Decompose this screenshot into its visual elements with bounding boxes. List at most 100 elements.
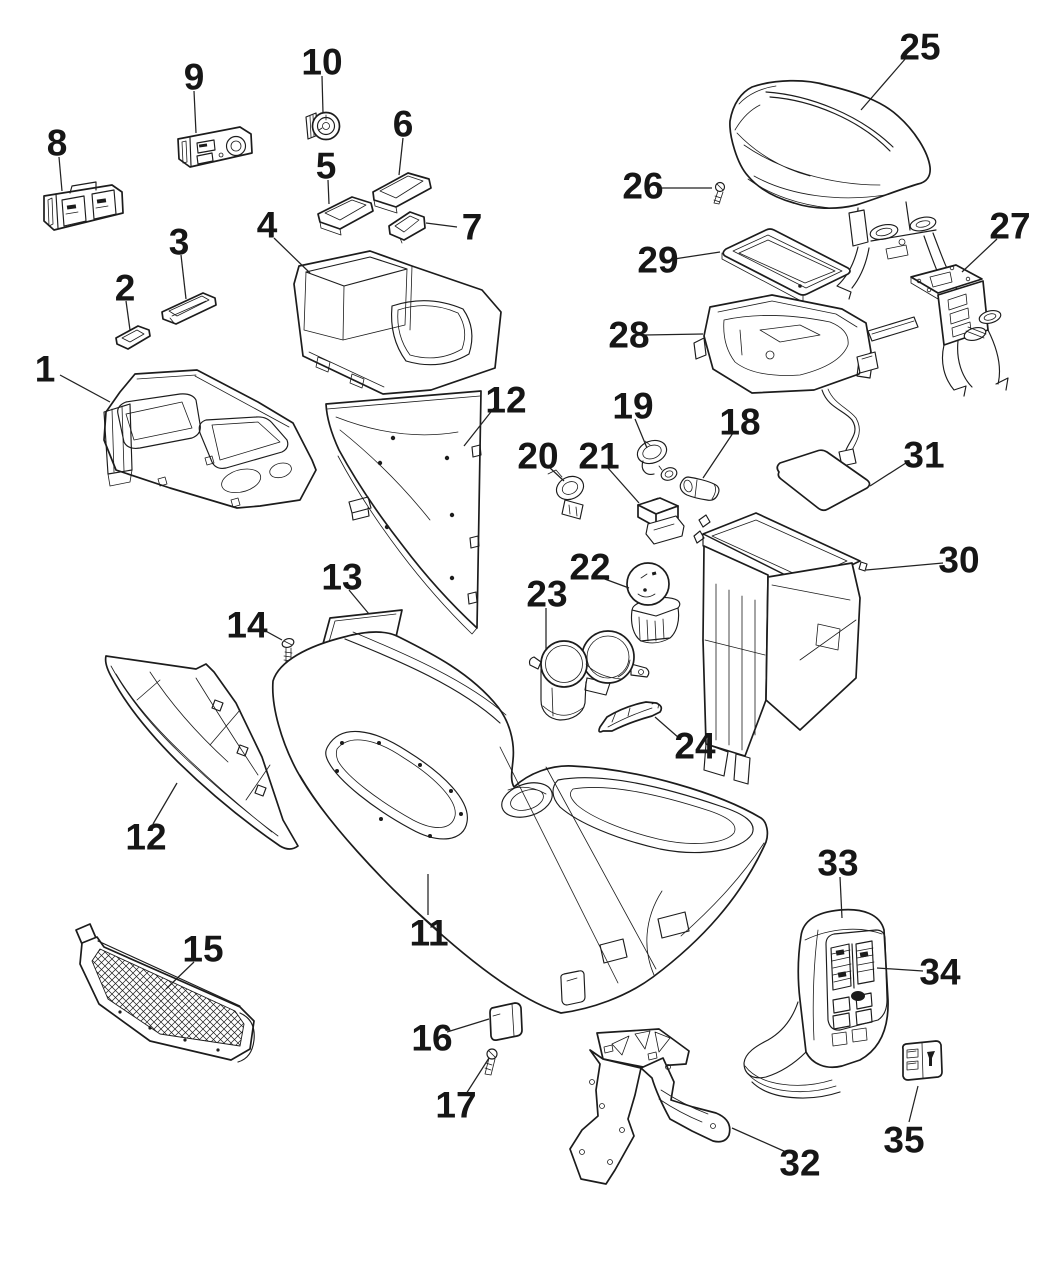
callout-leader-6 bbox=[398, 137, 404, 176]
callout-leader-25 bbox=[860, 57, 907, 111]
part-12-left-drawing bbox=[104, 655, 299, 850]
part-11-console-drawing bbox=[271, 631, 769, 1014]
part-20-drawing bbox=[547, 469, 585, 520]
part-3-drawing bbox=[161, 292, 217, 325]
part-18-drawing bbox=[679, 476, 720, 501]
callout-label-25: 25 bbox=[899, 27, 940, 68]
callout-label-15: 15 bbox=[182, 929, 223, 970]
part-22-ashtray-drawing bbox=[626, 562, 681, 644]
callout-leader-30 bbox=[865, 562, 944, 571]
part-26-screw-drawing bbox=[713, 181, 726, 205]
callout-label-30: 30 bbox=[938, 540, 979, 581]
part-5-drawing bbox=[317, 196, 374, 236]
callout-label-12a: 12 bbox=[485, 380, 526, 421]
callout-label-11: 11 bbox=[409, 913, 448, 954]
callout-leader-9 bbox=[193, 90, 197, 134]
part-7-drawing bbox=[388, 211, 426, 244]
callout-label-33: 33 bbox=[817, 843, 858, 884]
callout-label-4: 4 bbox=[257, 205, 278, 246]
callout-label-13: 13 bbox=[321, 557, 362, 598]
callout-label-32: 32 bbox=[779, 1143, 820, 1184]
callout-leader-5 bbox=[327, 179, 330, 205]
callout-label-24: 24 bbox=[674, 726, 716, 767]
part-25-lid-drawing bbox=[729, 79, 931, 209]
callout-leader-18 bbox=[702, 432, 734, 479]
callout-leader-34 bbox=[876, 967, 924, 972]
callout-label-16: 16 bbox=[411, 1018, 452, 1059]
callout-label-34: 34 bbox=[919, 952, 961, 993]
callout-leader-3 bbox=[180, 254, 187, 300]
part-9-drawing bbox=[177, 126, 253, 168]
part-27-hinge-bracket-drawing bbox=[856, 264, 1009, 397]
part-31-pad-drawing bbox=[776, 449, 871, 512]
callout-label-27: 27 bbox=[989, 206, 1030, 247]
callout-leader-17 bbox=[465, 1057, 490, 1095]
callout-label-12b: 12 bbox=[125, 817, 166, 858]
callout-leader-15 bbox=[165, 961, 195, 990]
callout-leader-4 bbox=[273, 237, 311, 274]
callout-label-14: 14 bbox=[226, 605, 268, 646]
callout-leader-28 bbox=[644, 333, 704, 336]
callout-label-17: 17 bbox=[435, 1085, 476, 1126]
callout-label-8: 8 bbox=[47, 123, 68, 164]
part-23-cupholder-drawing bbox=[528, 630, 650, 721]
part-19-drawing bbox=[636, 439, 678, 481]
callout-leader-33 bbox=[839, 876, 843, 919]
callout-leader-13 bbox=[348, 589, 370, 615]
callout-label-21: 21 bbox=[578, 436, 619, 477]
callout-label-1: 1 bbox=[35, 349, 56, 390]
callout-label-35: 35 bbox=[883, 1120, 924, 1161]
callout-leader-32 bbox=[731, 1127, 787, 1153]
part-10-drawing bbox=[305, 111, 341, 141]
callout-label-31: 31 bbox=[903, 435, 944, 476]
part-2-drawing bbox=[115, 325, 151, 350]
callout-leader-27 bbox=[961, 238, 998, 273]
part-4-drawing bbox=[293, 250, 502, 395]
callout-leader-12a bbox=[463, 407, 495, 447]
callout-leader-29 bbox=[673, 251, 721, 260]
part-35-switch-drawing bbox=[901, 1040, 943, 1081]
part-17-screw-drawing bbox=[484, 1048, 498, 1076]
callout-label-20: 20 bbox=[517, 436, 558, 477]
callout-leader-16 bbox=[446, 1018, 490, 1033]
callout-label-9: 9 bbox=[184, 57, 205, 98]
callout-label-23: 23 bbox=[526, 574, 567, 615]
callout-label-6: 6 bbox=[393, 104, 414, 145]
callout-label-26: 26 bbox=[622, 166, 663, 207]
part-30-frame-drawing bbox=[693, 512, 868, 785]
callout-leader-20 bbox=[548, 466, 565, 482]
part-32-bracket-drawing bbox=[569, 1028, 731, 1185]
part-29-tray-drawing bbox=[721, 228, 851, 303]
callout-leader-2 bbox=[125, 300, 131, 331]
callout-label-22: 22 bbox=[569, 547, 610, 588]
part-1-drawing bbox=[103, 369, 317, 509]
callout-leader-19 bbox=[634, 418, 648, 449]
callout-label-3: 3 bbox=[169, 222, 190, 263]
part-25-hinge-drawing bbox=[836, 201, 958, 300]
part-21-drawing bbox=[637, 497, 685, 545]
callout-label-19: 19 bbox=[612, 386, 653, 427]
part-15-net-drawing bbox=[75, 923, 255, 1063]
part-12-right-drawing bbox=[325, 390, 482, 635]
part-6-drawing bbox=[372, 172, 432, 214]
callout-label-10: 10 bbox=[301, 42, 342, 83]
callout-label-5: 5 bbox=[316, 146, 337, 187]
callout-label-28: 28 bbox=[608, 315, 649, 356]
part-28-bin-drawing bbox=[693, 294, 873, 475]
part-14-screw-drawing bbox=[281, 637, 295, 664]
part-33-rear-panel-drawing bbox=[743, 908, 889, 1099]
callout-leader-10 bbox=[321, 75, 324, 114]
callout-leader-14 bbox=[261, 628, 283, 641]
callout-leader-12b bbox=[152, 782, 178, 825]
callout-leader-31 bbox=[869, 460, 910, 487]
callout-leader-8 bbox=[58, 156, 63, 192]
callout-leader-35 bbox=[908, 1085, 919, 1123]
part-24-strip-drawing bbox=[598, 701, 663, 733]
callout-leader-21 bbox=[607, 467, 640, 504]
callout-leader-24 bbox=[654, 716, 680, 739]
callout-label-29: 29 bbox=[637, 240, 678, 281]
callout-label-7: 7 bbox=[462, 207, 483, 248]
